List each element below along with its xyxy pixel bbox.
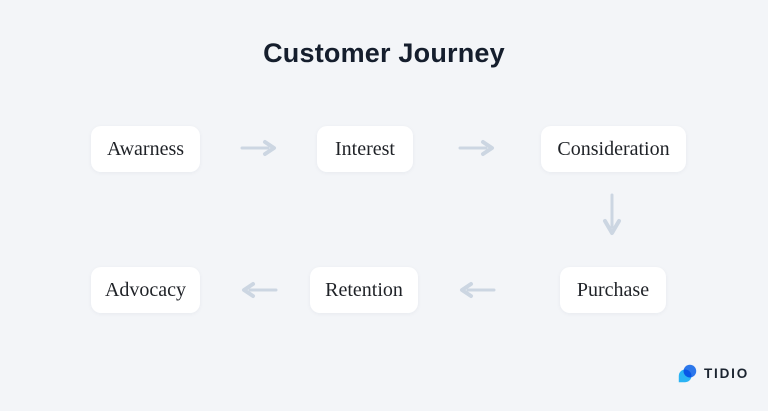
page-title: Customer Journey: [263, 38, 505, 68]
stage-interest: Interest: [317, 126, 413, 172]
stage-consideration-label: Consideration: [557, 137, 670, 160]
tidio-logo-icon: [678, 364, 697, 383]
tidio-logo: TIDIO: [678, 363, 749, 384]
tidio-logo-text: TIDIO: [704, 366, 749, 381]
stage-awareness: Awarness: [91, 126, 200, 172]
arrow-left-icon: [242, 282, 278, 298]
arrow-left-icon: [460, 282, 496, 298]
stage-advocacy: Advocacy: [91, 267, 200, 313]
stage-interest-label: Interest: [335, 137, 395, 160]
stage-retention: Retention: [310, 267, 418, 313]
stage-consideration: Consideration: [541, 126, 686, 172]
stage-purchase: Purchase: [560, 267, 666, 313]
stage-retention-label: Retention: [325, 278, 403, 301]
stage-awareness-label: Awarness: [106, 137, 185, 160]
arrow-right-icon: [240, 140, 276, 156]
stage-purchase-label: Purchase: [576, 278, 650, 301]
stage-advocacy-label: Advocacy: [104, 278, 187, 301]
arrow-right-icon: [458, 140, 494, 156]
arrow-down-icon: [603, 193, 621, 235]
